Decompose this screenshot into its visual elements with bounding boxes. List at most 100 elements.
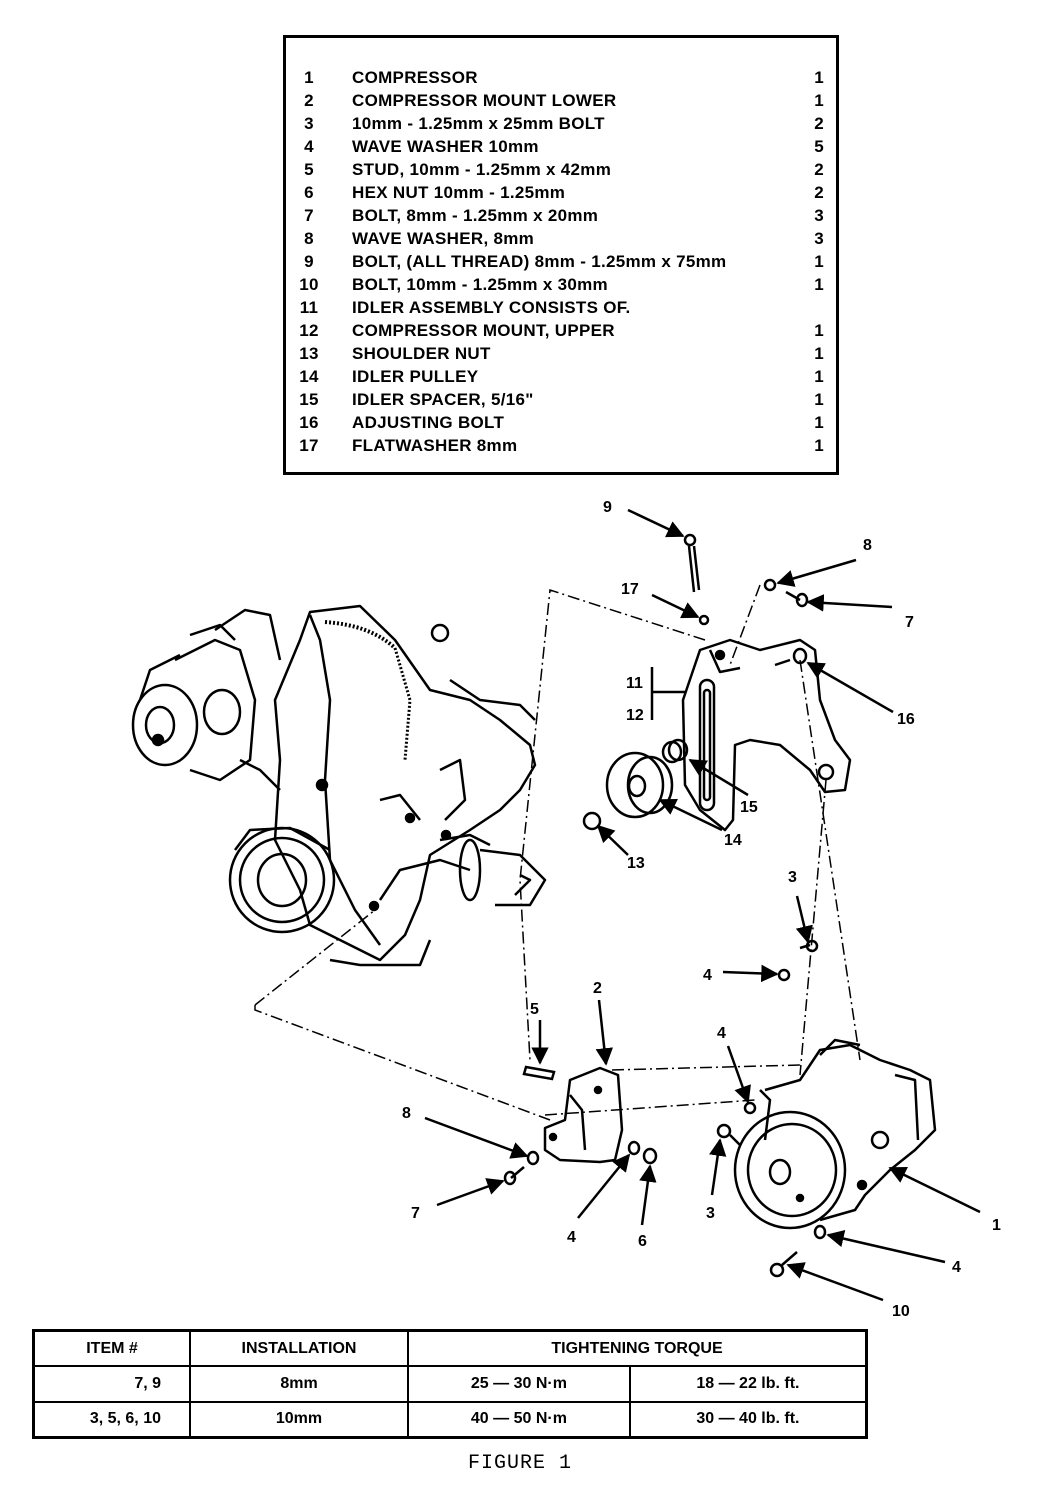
part-number: 12 <box>299 321 319 340</box>
callout-1: 1 <box>992 1217 1001 1234</box>
part-quantity: 1 <box>814 436 824 455</box>
cell-installation: 10mm <box>189 1400 409 1439</box>
parts-list-row: 13 SHOULDER NUT 1 <box>286 344 836 367</box>
parts-list-row: 6 HEX NUT 10mm - 1.25mm 2 <box>286 183 836 206</box>
table-row: 7, 9 8mm 25 — 30 N·m 18 — 22 lb. ft. <box>32 1365 868 1403</box>
part-description: SHOULDER NUT <box>352 344 491 363</box>
part-quantity: 1 <box>814 321 824 340</box>
cell-item: 7, 9 <box>32 1365 191 1403</box>
part-quantity: 2 <box>814 114 824 133</box>
part-quantity: 1 <box>814 390 824 409</box>
callout-3: 3 <box>788 869 797 886</box>
bolt-mid <box>777 939 819 982</box>
callout-5: 5 <box>530 1001 539 1018</box>
part-number: 10 <box>299 275 319 294</box>
part-number: 6 <box>304 183 314 202</box>
parts-list-row: 5 STUD, 10mm - 1.25mm x 42mm 2 <box>286 160 836 183</box>
callout-2: 2 <box>593 980 602 997</box>
part-quantity: 1 <box>814 344 824 363</box>
idler-pulley <box>605 751 674 819</box>
part-quantity: 1 <box>814 413 824 432</box>
torque-table: ITEM # INSTALLATION TIGHTENING TORQUE 7,… <box>32 1329 868 1439</box>
group-bracket-11-12 <box>650 667 685 720</box>
callout-4: 4 <box>703 967 712 984</box>
bolt-and-washer-left <box>503 1150 540 1186</box>
hex-nut <box>642 1147 658 1165</box>
cell-installation: 8mm <box>189 1365 409 1403</box>
header-torque: TIGHTENING TORQUE <box>407 1329 868 1368</box>
idler-spacer <box>661 738 689 764</box>
callout-6: 6 <box>638 1233 647 1250</box>
part-number: 14 <box>299 367 319 386</box>
callout-4: 4 <box>952 1259 961 1276</box>
flatwasher <box>698 614 710 626</box>
adjusting-bolt <box>774 647 808 667</box>
parts-list-row: 12 COMPRESSOR MOUNT, UPPER 1 <box>286 321 836 344</box>
part-number: 5 <box>304 160 314 179</box>
leader-arrows <box>424 508 981 1302</box>
part-description: COMPRESSOR MOUNT, UPPER <box>352 321 615 340</box>
part-description: HEX NUT 10mm - 1.25mm <box>352 183 566 202</box>
callout-11: 11 <box>626 675 643 692</box>
part-number: 11 <box>299 298 319 317</box>
part-description: COMPRESSOR <box>352 68 478 87</box>
part-description: BOLT, 10mm - 1.25mm x 30mm <box>352 275 608 294</box>
part-number: 3 <box>304 114 314 133</box>
callout-8: 8 <box>863 537 872 554</box>
part-number: 17 <box>299 436 319 455</box>
callout-7: 7 <box>411 1205 420 1222</box>
callout-15: 15 <box>740 799 758 816</box>
figure-caption: FIGURE 1 <box>467 1452 572 1475</box>
table-header-row: ITEM # INSTALLATION TIGHTENING TORQUE <box>32 1329 868 1368</box>
alignment-lines <box>254 584 861 1121</box>
part-number: 7 <box>304 206 314 225</box>
part-number: 2 <box>304 91 314 110</box>
parts-list-row: 11 IDLER ASSEMBLY CONSISTS OF. <box>286 298 836 321</box>
callout-8: 8 <box>402 1105 411 1122</box>
part-quantity: 5 <box>814 137 824 156</box>
cell-item: 3, 5, 6, 10 <box>32 1400 191 1439</box>
header-item: ITEM # <box>32 1329 191 1368</box>
callout-17: 17 <box>621 581 639 598</box>
parts-list-row: 7 BOLT, 8mm - 1.25mm x 20mm 3 <box>286 206 836 229</box>
part-description: WAVE WASHER 10mm <box>352 137 539 156</box>
bolt-and-washer-top <box>763 578 809 608</box>
callout-16: 16 <box>897 711 915 728</box>
parts-list-row: 3 10mm - 1.25mm x 25mm BOLT 2 <box>286 114 836 137</box>
cell-torque-metric: 40 — 50 N·m <box>407 1400 631 1439</box>
part-quantity: 1 <box>814 252 824 271</box>
part-description: BOLT, (ALL THREAD) 8mm - 1.25mm x 75mm <box>352 252 727 271</box>
part-description: IDLER ASSEMBLY CONSISTS OF. <box>352 298 631 317</box>
part-description: STUD, 10mm - 1.25mm x 42mm <box>352 160 612 179</box>
lower-mount-bracket <box>543 1066 624 1164</box>
upper-mount-bracket <box>681 638 852 832</box>
part-number: 13 <box>299 344 319 363</box>
callout-12: 12 <box>626 707 644 724</box>
callout-9: 9 <box>603 499 612 516</box>
wave-washer <box>627 1140 641 1156</box>
part-quantity: 2 <box>814 160 824 179</box>
engine-drawing <box>131 604 547 967</box>
part-quantity: 2 <box>814 183 824 202</box>
part-description: 10mm - 1.25mm x 25mm BOLT <box>352 114 605 133</box>
callout-4: 4 <box>717 1025 726 1042</box>
part-quantity: 1 <box>814 91 824 110</box>
part-description: IDLER PULLEY <box>352 367 479 386</box>
callout-10: 10 <box>892 1303 910 1320</box>
cell-torque-imperial: 18 — 22 lb. ft. <box>628 1365 868 1403</box>
part-description: BOLT, 8mm - 1.25mm x 20mm <box>352 206 599 225</box>
part-quantity: 3 <box>814 206 824 225</box>
part-quantity: 1 <box>814 68 824 87</box>
callout-7: 7 <box>905 614 914 631</box>
part-description: COMPRESSOR MOUNT LOWER <box>352 91 617 110</box>
callout-labels: 9 8 17 7 11 12 16 15 14 13 3 4 5 2 4 8 7… <box>402 499 1001 1320</box>
wave-washer-bottom <box>813 1224 827 1240</box>
parts-list: 1 COMPRESSOR 1 2 COMPRESSOR MOUNT LOWER 1 3 1… <box>283 35 839 475</box>
